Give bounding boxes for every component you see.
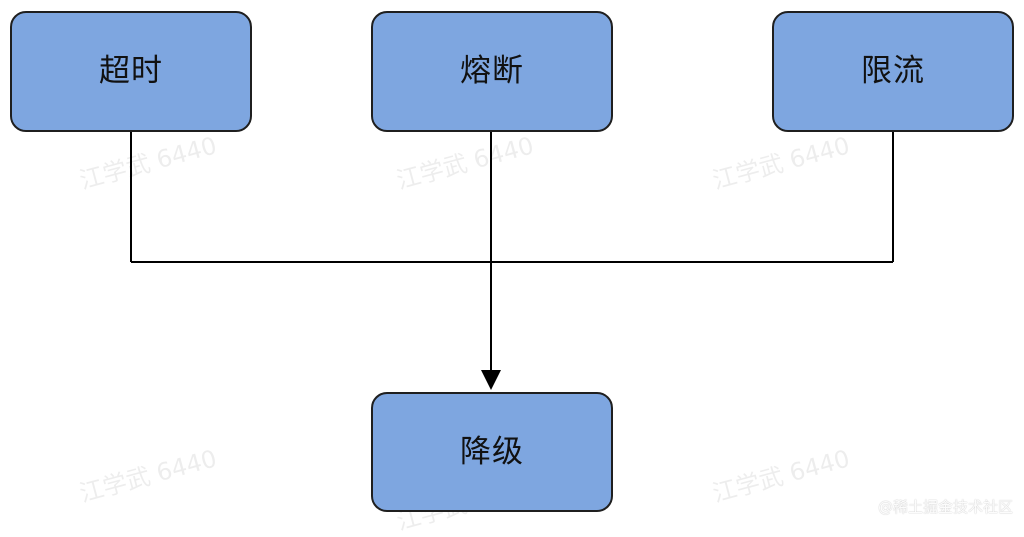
flow-diagram-canvas: 江学武 6440 江学武 6440 江学武 6440 江学武 6440 江学武 … [10, 11, 1014, 536]
rate-limit-node: 限流 [772, 11, 1014, 132]
degradation-node: 降级 [371, 392, 613, 512]
source-credit: @稀土掘金技术社区 [877, 498, 1013, 516]
timeout-node: 超时 [10, 11, 252, 132]
degradation-label: 降级 [460, 433, 524, 470]
connector-layer [130, 132, 894, 390]
timeout-label: 超时 [99, 53, 163, 89]
circuit-breaker-node: 熔断 [371, 11, 613, 132]
rate-limit-label: 限流 [861, 53, 925, 89]
circuit-breaker-label: 熔断 [460, 53, 524, 89]
